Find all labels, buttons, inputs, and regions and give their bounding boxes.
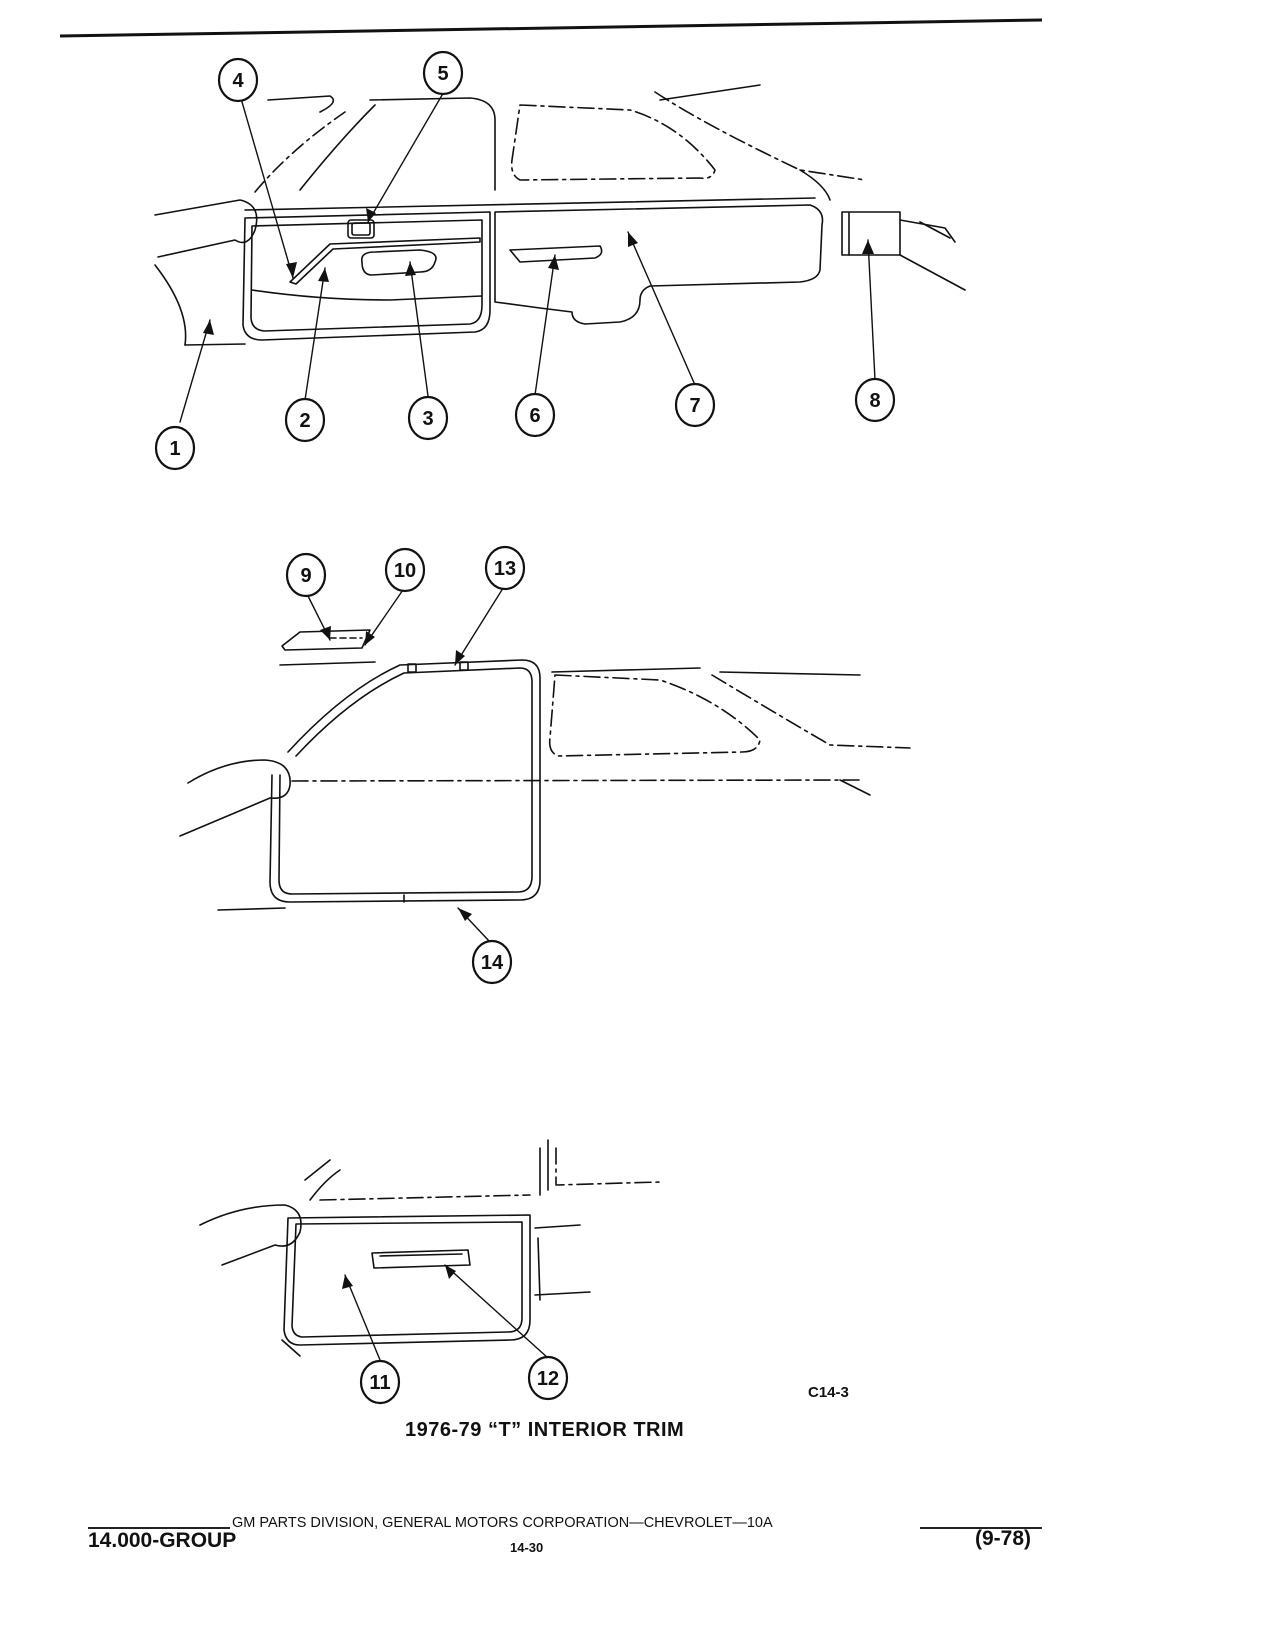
callout-2: 2 <box>284 397 326 443</box>
figure-code: C14-3 <box>808 1384 849 1401</box>
view-side-panel <box>154 84 966 346</box>
callout-label: 8 <box>869 390 880 412</box>
callout-label: 13 <box>494 558 516 580</box>
footer-rule-left <box>88 1527 230 1529</box>
footer-group: 14.000-GROUP <box>88 1529 237 1552</box>
callout-8: 8 <box>854 377 896 423</box>
arrowheads <box>203 208 874 1289</box>
leader-lines <box>179 89 876 1361</box>
callout-1: 1 <box>154 425 196 471</box>
callout-label: 10 <box>394 560 416 582</box>
callout-7: 7 <box>674 382 716 428</box>
callout-label: 2 <box>299 410 310 432</box>
callout-10: 10 <box>384 547 426 593</box>
callout-6: 6 <box>514 392 556 438</box>
callout-label: 5 <box>437 63 448 85</box>
callout-5: 5 <box>422 50 464 96</box>
callout-label: 11 <box>369 1372 390 1394</box>
callout-9: 9 <box>285 552 327 598</box>
view-rear-quarter <box>199 1139 661 1357</box>
callout-label: 4 <box>232 70 244 92</box>
callout-4: 4 <box>217 57 259 103</box>
figure-title: 1976-79 “T” INTERIOR TRIM <box>405 1419 685 1441</box>
callout-11: 11 <box>359 1359 401 1405</box>
footer-rule-right <box>920 1527 1042 1529</box>
callout-label: 12 <box>537 1368 559 1390</box>
callout-label: 1 <box>169 438 180 460</box>
footer-date: (9-78) <box>975 1527 1032 1550</box>
view-door-weatherstrip <box>179 629 911 911</box>
footer-publisher: GM PARTS DIVISION, GENERAL MOTORS CORPOR… <box>232 1515 773 1531</box>
callout-label: 3 <box>422 408 433 430</box>
callout-label: 14 <box>481 952 504 974</box>
callout-label: 7 <box>689 395 700 417</box>
callout-14: 14 <box>471 939 513 985</box>
callout-12: 12 <box>527 1355 569 1401</box>
callout-label: 6 <box>529 405 540 427</box>
callout-13: 13 <box>484 545 526 591</box>
footer-page-number: 14-30 <box>510 1540 544 1555</box>
top-rule <box>59 18 1043 38</box>
callout-3: 3 <box>407 395 449 441</box>
callout-label: 9 <box>300 565 311 587</box>
